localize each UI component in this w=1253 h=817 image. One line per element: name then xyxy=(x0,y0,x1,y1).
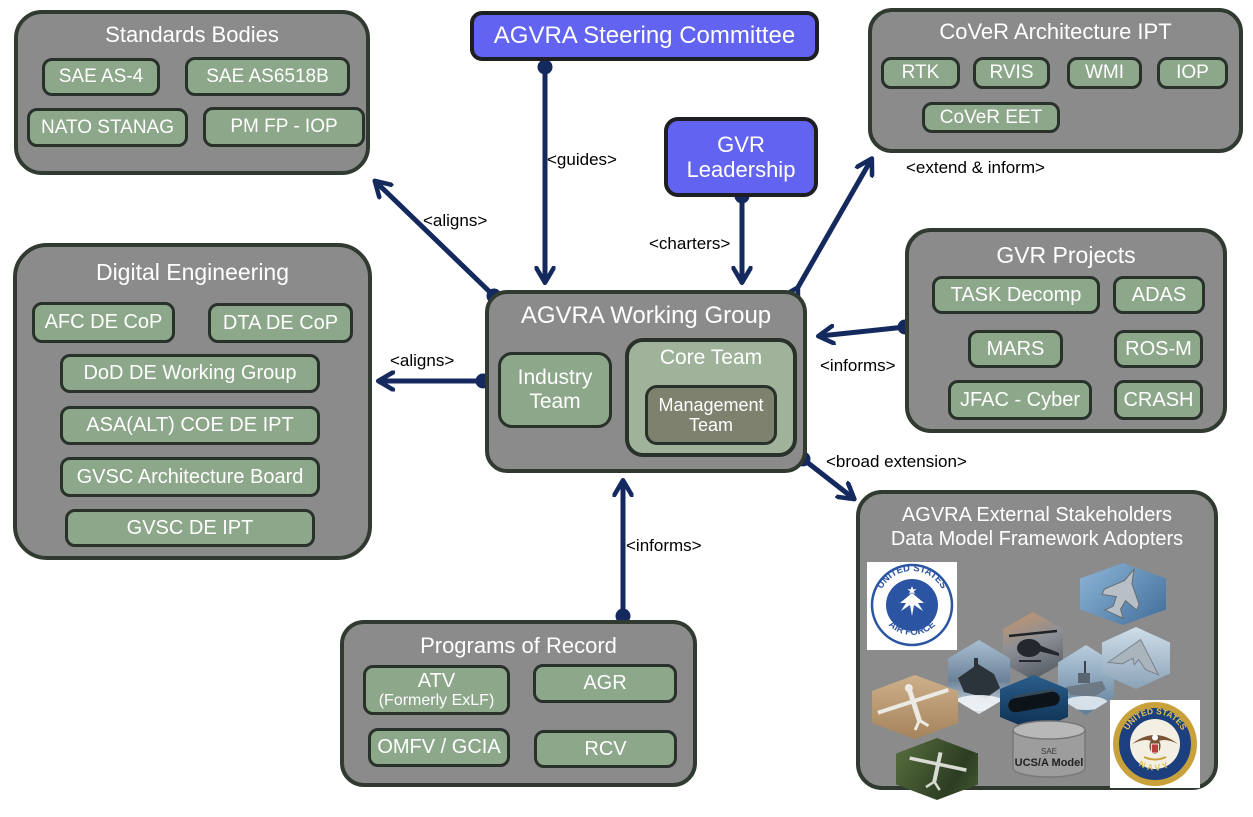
edge-label-informs-programs: <informs> xyxy=(626,536,702,555)
navy-seal-icon: UNITED STATES NAVY xyxy=(1110,700,1200,788)
chip-nato-stanag: NATO STANAG xyxy=(27,108,188,147)
edge-aligns-standards xyxy=(376,182,496,298)
edge-label-broad-extension: <broad extension> xyxy=(826,452,967,471)
edge-label-aligns-de: <aligns> xyxy=(390,351,455,370)
svg-text:SAE: SAE xyxy=(1041,747,1057,756)
chip-jfac-cyber: JFAC - Cyber xyxy=(948,380,1092,420)
node-gvr-leadership: GVR Leadership xyxy=(664,117,818,197)
chip-sae-as-4: SAE AS-4 xyxy=(42,58,160,96)
chip-industry-team: Industry Team xyxy=(498,352,612,428)
chip-adas: ADAS xyxy=(1113,276,1205,314)
chip-atv: ATV (Formerly ExLF) xyxy=(363,665,510,715)
box-core-team: Core Team Management Team xyxy=(625,338,797,457)
chip-cover-eet: CoVeR EET xyxy=(922,102,1060,133)
edge-label-aligns-standards: <aligns> xyxy=(423,211,488,230)
svg-text:UCS/A Model: UCS/A Model xyxy=(1015,757,1084,769)
group-cover-architecture-ipt: CoVeR Architecture IPT RTK RVIS WMI IOP … xyxy=(868,8,1243,153)
group-title: Programs of Record xyxy=(420,633,617,658)
group-external-stakeholders: AGVRA External Stakeholders Data Model F… xyxy=(856,490,1218,800)
f22-jet-photo-hex-icon xyxy=(1080,563,1166,625)
group-standards-bodies: Standards Bodies SAE AS-4 SAE AS6518B NA… xyxy=(14,10,370,175)
helicopter-photo-hex-icon xyxy=(1003,612,1063,680)
chip-afc-de-cop: AFC DE CoP xyxy=(32,302,175,343)
group-title: CoVeR Architecture IPT xyxy=(939,19,1172,44)
chip-dta-de-cop: DTA DE CoP xyxy=(208,303,353,343)
edge-label-informs-projects: <informs> xyxy=(820,356,896,375)
edge-label-charters: <charters> xyxy=(649,234,731,253)
chip-iop: IOP xyxy=(1157,57,1228,89)
chip-rvis: RVIS xyxy=(973,57,1050,89)
chip-omfv-gcia: OMFV / GCIA xyxy=(368,728,510,767)
external-title-line1: AGVRA External Stakeholders xyxy=(901,504,1173,526)
chip-crash: CRASH xyxy=(1114,380,1203,420)
chip-ros-m: ROS-M xyxy=(1114,330,1203,368)
node-agvra-steering-committee: AGVRA Steering Committee xyxy=(470,11,819,61)
ucs-model-cylinder-icon: SAE UCS/A Model xyxy=(1008,718,1090,780)
core-team-title: Core Team xyxy=(659,346,763,369)
chip-wmi: WMI xyxy=(1067,57,1142,89)
chip-task-decomp: TASK Decomp xyxy=(932,276,1100,314)
group-digital-engineering: Digital Engineering AFC DE CoP DTA DE Co… xyxy=(13,243,372,560)
predator-uav-photo-hex-icon xyxy=(872,675,958,739)
chip-asa-alt-coe-de-ipt: ASA(ALT) COE DE IPT xyxy=(60,406,320,445)
air-force-seal-icon: UNITED STATES AIR FORCE xyxy=(867,562,957,650)
chip-sae-as6518b: SAE AS6518B xyxy=(185,57,350,96)
edge-label-extend-inform: <extend & inform> xyxy=(906,158,1045,177)
edge-informs-projects xyxy=(820,327,906,336)
edge-label-guides: <guides> xyxy=(547,150,617,169)
group-title: GVR Projects xyxy=(996,242,1136,268)
chip-gvsc-architecture-board: GVSC Architecture Board xyxy=(60,457,320,497)
chip-gvsc-de-ipt: GVSC DE IPT xyxy=(65,509,315,547)
chip-pm-fp-iop: PM FP - IOP xyxy=(203,107,365,147)
group-title: Standards Bodies xyxy=(105,22,279,47)
chip-mars: MARS xyxy=(968,330,1063,368)
chip-atv-label: ATV xyxy=(417,669,456,692)
shadow-uav-photo-hex-icon xyxy=(896,738,978,800)
group-agvra-working-group: AGVRA Working Group Industry Team Core T… xyxy=(485,290,807,473)
chip-agr: AGR xyxy=(533,664,677,703)
group-title: AGVRA Working Group xyxy=(520,302,772,329)
chip-atv-note: (Formerly ExLF) xyxy=(378,692,495,710)
group-programs-of-record: Programs of Record ATV (Formerly ExLF) A… xyxy=(340,620,697,787)
chip-rtk: RTK xyxy=(881,57,960,89)
group-title: Digital Engineering xyxy=(95,259,290,285)
external-title-line2: Data Model Framework Adopters xyxy=(890,528,1184,550)
chip-dod-de-working-group: DoD DE Working Group xyxy=(60,354,320,393)
group-gvr-projects: GVR Projects TASK Decomp ADAS MARS ROS-M… xyxy=(905,228,1227,433)
chip-management-team: Management Team xyxy=(645,385,777,445)
chip-rcv: RCV xyxy=(534,730,677,768)
svg-text:NAVY: NAVY xyxy=(1137,758,1172,772)
